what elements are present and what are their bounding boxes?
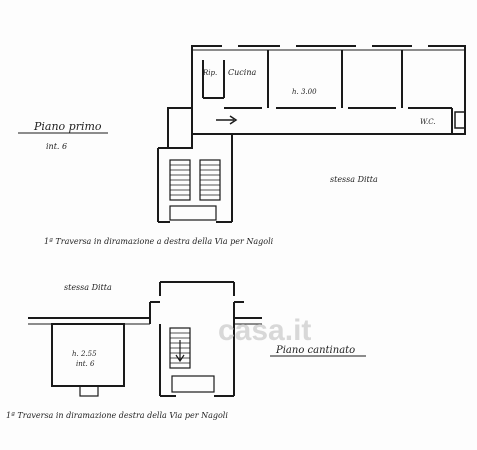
watermark-logo: casa.it: [218, 314, 311, 347]
lower-neighbor-label: stessa Ditta: [64, 283, 112, 292]
upper-plan-interno: int. 6: [46, 142, 67, 151]
room-label-cucina: Cucina: [228, 68, 256, 77]
room-label-rip: Rip.: [202, 69, 217, 77]
lower-plan-caption: 1ª Traversa in diramazione destra della …: [6, 411, 228, 420]
room-label-wc: W.C.: [420, 118, 436, 126]
cellar-label-interno: int. 6: [76, 360, 95, 368]
upper-plan-title: Piano primo: [33, 120, 102, 133]
upper-neighbor-label: stessa Ditta: [330, 175, 378, 184]
upper-outer-wall: [191, 45, 466, 135]
upper-plan: [18, 44, 466, 223]
upper-plan-caption: 1ª Traversa in diramazione a destra dell…: [44, 237, 274, 246]
room-label-height: h. 3.00: [292, 88, 317, 96]
lower-plan-title: Piano cantinato: [275, 345, 355, 356]
cellar-label-height: h. 2.55: [72, 350, 97, 358]
lower-plan: [28, 281, 366, 397]
